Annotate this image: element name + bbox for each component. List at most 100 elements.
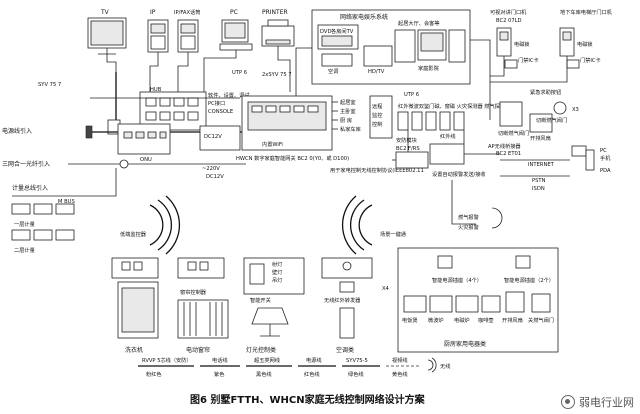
watermark: 弱电行业网 bbox=[561, 393, 634, 411]
legend-code-1: RVVP 5芯线（安防） bbox=[142, 356, 192, 364]
gateway-unit: 内置WiFi HWCN 数字家庭智能网关 BC2 0(Y0、或 D100) 起居… bbox=[236, 95, 424, 174]
pc-device: PC bbox=[219, 9, 253, 51]
internet-label: INTERNET bbox=[528, 162, 555, 168]
cam-right-label: 场景一键通 bbox=[380, 230, 407, 238]
ap-switch2-label: BC2 ET01 bbox=[496, 151, 521, 157]
wechat-icon bbox=[561, 395, 575, 409]
power-label: ~220V bbox=[202, 166, 220, 172]
room4-label: 私家车库 bbox=[340, 125, 361, 133]
room2-label: 主卧室 bbox=[340, 107, 356, 115]
legend-code-3: 超五类网线 bbox=[254, 356, 280, 364]
legend: RVVP 5芯线（安防） 粉红色 电话线 紫色 超五类网线 黑色线 电源线 红色… bbox=[138, 356, 450, 378]
emergency-label: 紧急求助按钮 bbox=[530, 88, 561, 96]
wifi-zone-label: 内置WiFi bbox=[262, 140, 283, 148]
pc-label: PC bbox=[230, 9, 238, 16]
ent-title: 网络家电娱乐系统 bbox=[340, 13, 388, 21]
cut-gas2-label: 切断燃气阀门 bbox=[536, 116, 567, 124]
pstn-label: PSTN bbox=[532, 178, 546, 184]
fire-alarm-label: 火灾报警 bbox=[458, 223, 479, 231]
ip-phone: IP bbox=[147, 9, 169, 53]
light2-label: 壁灯 bbox=[272, 268, 282, 276]
lighting-label: 灯光控制类 bbox=[246, 346, 276, 354]
aircon-label: 空调 bbox=[328, 67, 338, 75]
tv-device: TV bbox=[87, 9, 127, 55]
ip-label: IP bbox=[150, 9, 156, 16]
legend-code-6: 视频线 bbox=[392, 356, 408, 364]
ap-switch-label: AP无线桥接器 bbox=[488, 142, 521, 150]
syv-right-label: 2xSYV 75 7 bbox=[262, 72, 292, 78]
curtain-label: 电动窗帘 bbox=[186, 346, 210, 354]
pda-label: PDA bbox=[600, 168, 611, 174]
tv-label: TV bbox=[100, 9, 110, 16]
wireless-proto-label: 用于家电控制无线控制协议(IEEE802.11 bbox=[330, 166, 424, 174]
legend-code-4: 电源线 bbox=[306, 356, 322, 364]
gateway-label: HWCN 数字家庭智能网关 BC2 0(Y0、或 D100) bbox=[236, 154, 349, 162]
legend-color-2: 紫色 bbox=[214, 370, 224, 378]
light1-label: 射灯 bbox=[272, 260, 282, 268]
kitchen-item5: 开排风扇 bbox=[502, 316, 523, 324]
washer-label: 洗衣机 bbox=[125, 346, 143, 354]
lock1-label: 电磁锁 bbox=[514, 40, 530, 48]
kitchen-sub-label: 智能电源插座（4个） bbox=[432, 276, 482, 284]
dc12-label: DC12V bbox=[204, 134, 222, 140]
hdtv-label: HD/TV bbox=[368, 69, 385, 75]
software-label: 软件、设置、调试 bbox=[208, 91, 250, 99]
home-theater-label: 家庭影院 bbox=[418, 64, 440, 72]
meter-section: 计量总线引入 M BUS 一层计量 二层计量 bbox=[11, 168, 117, 254]
hub-label: HUB bbox=[150, 87, 162, 93]
onu-label: ONU bbox=[140, 157, 152, 163]
aircon-sub-label: 无线红外转发器 bbox=[324, 296, 361, 304]
syv-left-label: SYV 75 7 bbox=[38, 82, 61, 88]
x4-label: X4 bbox=[382, 286, 390, 292]
fire-sensor-label: 红外线 bbox=[440, 132, 456, 140]
hub-rack: HUB 软件、设置、调试 PC接口 CONSOLE bbox=[139, 87, 250, 131]
intercom-unit: 可视对讲门口机 BC2 07LD 电磁锁 门禁IC卡 bbox=[490, 8, 539, 69]
kitchen-item6: 关燃气阀门 bbox=[528, 316, 554, 324]
lighting-sub-label: 智能开关 bbox=[250, 296, 271, 304]
appliance-aircon: X4 无线红外转发器 空调类 bbox=[321, 257, 390, 354]
gas-alarm-label: 燃气报警 bbox=[458, 213, 479, 221]
monitor-label: 监控 bbox=[372, 111, 382, 119]
pc-phone2-label: 手机 bbox=[600, 154, 611, 162]
kitchen-item2: 微波炉 bbox=[428, 316, 444, 324]
intercom-title: 可视对讲门口机 bbox=[490, 8, 527, 16]
garage-title: 地下车库电梯厅门口机 bbox=[560, 8, 613, 16]
appliance-lighting: 射灯 壁灯 吊灯 智能开关 灯光控制类 bbox=[243, 257, 305, 354]
control-label: 控制 bbox=[372, 120, 382, 128]
light3-label: 吊灯 bbox=[272, 276, 282, 284]
remote-label: 远程 bbox=[372, 102, 382, 110]
console-label: CONSOLE bbox=[208, 109, 233, 115]
dc12b-label: DC12V bbox=[206, 174, 224, 180]
top-cables: UTP 6 2xSYV 75 7 UTP 6 SYV 75 7 bbox=[38, 39, 568, 120]
room1-label: 起居室 bbox=[340, 98, 356, 106]
alarm-exit-label: 开排风扇 bbox=[530, 134, 551, 142]
lock2-label: 电磁锁 bbox=[577, 40, 593, 48]
legend-color-1: 粉红色 bbox=[146, 370, 162, 378]
ap-internet: AP无线桥接器 BC2 ET01 设置自动报警发送/接收 INTERNET PS… bbox=[432, 142, 611, 192]
ir-detector-label: 红外微波双鉴门磁、窗磁 火灾探测器 燃气探测器 bbox=[398, 102, 511, 110]
onu-section: 电源线引入 ONU 三网合一光纤引入 DC12V ~220V DC12V bbox=[2, 72, 246, 180]
legend-code-2: 电话线 bbox=[212, 356, 228, 364]
ipfax-label: IP/FAX话筒 bbox=[174, 8, 200, 16]
pc-port-label: PC接口 bbox=[208, 99, 225, 107]
curtain-sub-label: 窗帘控制器 bbox=[180, 288, 207, 296]
garage-intercom-unit: 地下车库电梯厅门口机 电磁锁 门禁IC卡 bbox=[559, 8, 613, 69]
kitchen-sub2-label: 智能电源插座（2个） bbox=[504, 276, 554, 284]
utp6-mid-label: UTP 6 bbox=[404, 92, 419, 98]
ent-sub-label: 各房间TV bbox=[331, 27, 354, 35]
isdn-label: ISDN bbox=[532, 186, 545, 192]
cam-left-label: 低端监控器 bbox=[120, 230, 147, 238]
kitchen-label: 厨房家用电器类 bbox=[444, 340, 486, 348]
printer-label: PRINTER bbox=[262, 9, 288, 16]
appliance-washer: 洗衣机 bbox=[111, 257, 159, 354]
meter-in-label: 计量总线引入 bbox=[12, 184, 48, 192]
entertainment-system: 网络家电娱乐系统 DVD 各房间TV 起居大厅、会客等 空调 HD/TV 家庭影… bbox=[311, 9, 471, 85]
floor1-label: 一层计量 bbox=[14, 220, 35, 228]
kitchen-item3: 电磁炉 bbox=[454, 316, 470, 324]
floor2-label: 二层计量 bbox=[14, 246, 35, 254]
kitchen-item4: 咖啡壶 bbox=[478, 316, 494, 324]
utp6-top-label: UTP 6 bbox=[232, 70, 247, 76]
diagram-caption: 图6 别墅FTTH、WHCN家庭无线控制网络设计方案 bbox=[190, 393, 426, 406]
legend-code-5: SYV75-5 bbox=[346, 358, 368, 364]
